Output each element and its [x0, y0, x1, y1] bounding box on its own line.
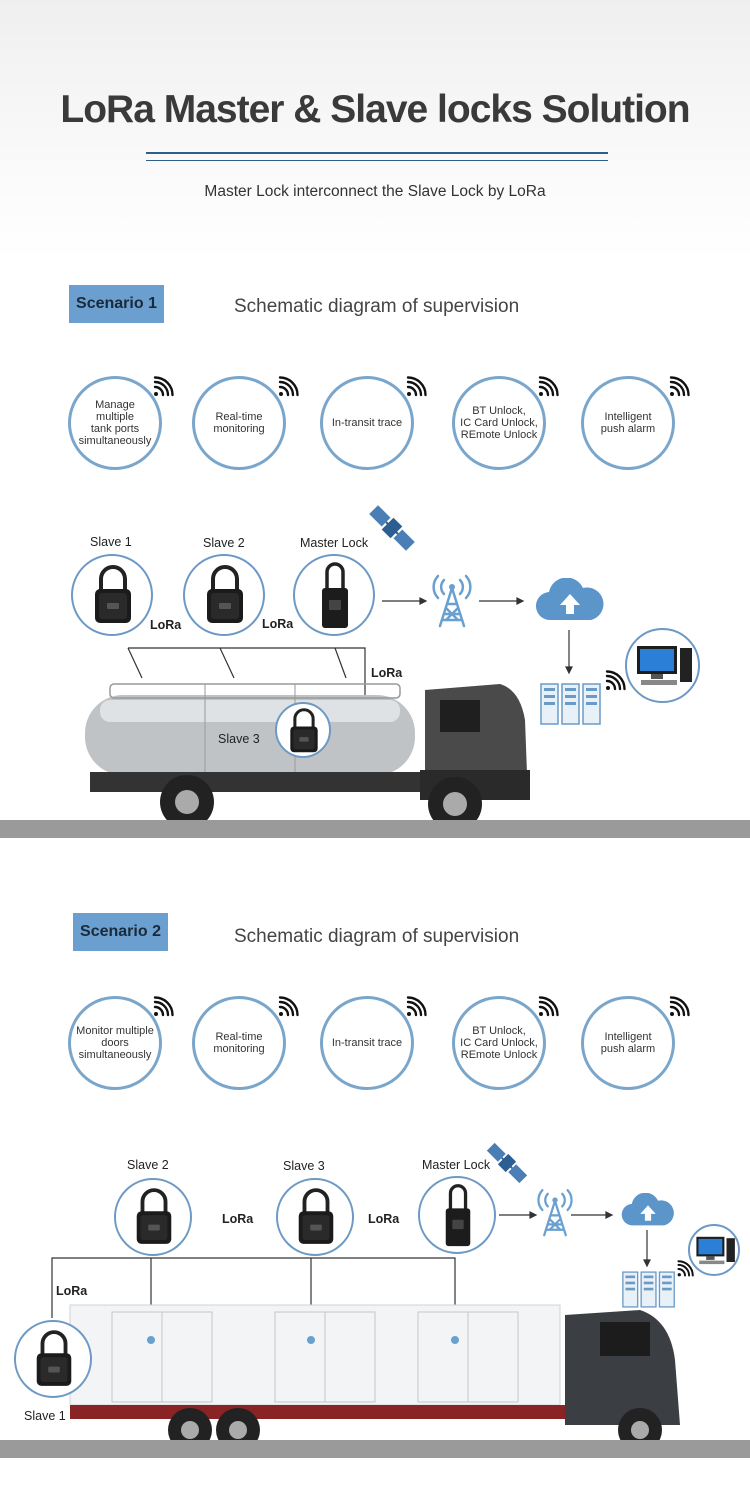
padlock-icon	[315, 560, 355, 630]
feature-label: BT Unlock, IC Card Unlock, REmote Unlock	[460, 1025, 538, 1061]
slave-1-label: Slave 1	[24, 1409, 66, 1423]
scenario-2-badge: Scenario 2	[73, 913, 168, 951]
slave-1-lock	[14, 1320, 92, 1398]
computer-icon	[695, 1234, 737, 1269]
road	[0, 1440, 750, 1458]
slave-3-label: Slave 3	[218, 732, 260, 746]
lora-label: LoRa	[368, 1212, 400, 1226]
slave-2-lock	[114, 1178, 192, 1256]
satellite-icon	[366, 502, 418, 554]
lora-label: LoRa	[222, 1212, 254, 1226]
title-rule-thin	[146, 160, 608, 161]
slave-2-label: Slave 2	[127, 1158, 169, 1172]
slave-3-label: Slave 3	[283, 1159, 325, 1173]
wifi-signal-icon	[537, 996, 559, 1018]
box-truck	[69, 1304, 680, 1452]
slave-3-lock	[276, 1178, 354, 1256]
wifi-signal-icon	[152, 996, 174, 1018]
feature-in-transit-trace: In-transit trace	[320, 996, 414, 1090]
feature-push-alarm: Intelligent push alarm	[581, 996, 675, 1090]
feature-push-alarm: Intelligent push alarm	[581, 376, 675, 470]
satellite-icon	[484, 1140, 530, 1186]
padlock-icon	[439, 1182, 477, 1248]
master-lock-label: Master Lock	[300, 536, 369, 550]
feature-label: Real-time monitoring	[213, 411, 265, 435]
slave-1-lock	[71, 554, 153, 636]
master-lock-label: Master Lock	[422, 1158, 491, 1172]
feature-manage-tank-ports: Manage multiple tank ports simultaneousl…	[68, 376, 162, 470]
scenario-1-caption: Schematic diagram of supervision	[234, 296, 520, 317]
title-rule	[146, 152, 608, 154]
feature-label: Intelligent push alarm	[600, 1031, 656, 1055]
server-icon	[622, 1271, 676, 1308]
feature-label: Manage multiple tank ports simultaneousl…	[78, 399, 152, 447]
padlock-icon	[88, 562, 138, 628]
road	[0, 820, 750, 838]
feature-label: Intelligent push alarm	[600, 411, 656, 435]
padlock-icon	[285, 708, 323, 754]
wifi-signal-icon	[668, 376, 690, 398]
padlock-icon	[30, 1328, 78, 1390]
feature-monitor-doors: Monitor multiple doors simultaneously	[68, 996, 162, 1090]
wifi-signal-icon	[604, 670, 626, 692]
feature-unlock-methods: BT Unlock, IC Card Unlock, REmote Unlock	[452, 376, 546, 470]
master-lock	[293, 554, 375, 636]
scenario-1-badge: Scenario 1	[69, 285, 164, 323]
slave-2-label: Slave 2	[203, 536, 245, 550]
page-subtitle: Master Lock interconnect the Slave Lock …	[204, 183, 546, 200]
wifi-signal-icon	[277, 996, 299, 1018]
feature-real-time-monitoring: Real-time monitoring	[192, 376, 286, 470]
feature-label: Monitor multiple doors simultaneously	[76, 1025, 154, 1061]
cell-tower-icon	[537, 1183, 573, 1237]
wifi-signal-icon	[152, 376, 174, 398]
feature-unlock-methods: BT Unlock, IC Card Unlock, REmote Unlock	[452, 996, 546, 1090]
computer-circle	[625, 628, 700, 703]
slave-1-label: Slave 1	[90, 535, 132, 549]
page-title: LoRa Master & Slave locks Solution	[60, 88, 690, 131]
wifi-signal-icon	[405, 376, 427, 398]
lora-label: LoRa	[262, 617, 294, 631]
padlock-icon	[130, 1186, 178, 1248]
lora-label: LoRa	[371, 666, 403, 680]
padlock-icon	[292, 1186, 340, 1248]
computer-icon	[635, 642, 695, 692]
wifi-signal-icon	[277, 376, 299, 398]
slave-3-lock	[275, 702, 331, 758]
feature-label: Real-time monitoring	[213, 1031, 265, 1055]
cloud-upload-icon	[621, 1193, 675, 1227]
computer-circle	[688, 1224, 740, 1276]
feature-label: In-transit trace	[331, 417, 403, 429]
cloud-upload-icon	[535, 578, 605, 622]
cell-tower-icon	[432, 568, 472, 628]
scenario-2-caption: Schematic diagram of supervision	[234, 926, 520, 947]
feature-real-time-monitoring: Real-time monitoring	[192, 996, 286, 1090]
wifi-signal-icon	[405, 996, 427, 1018]
wifi-signal-icon	[537, 376, 559, 398]
feature-label: BT Unlock, IC Card Unlock, REmote Unlock	[460, 405, 538, 441]
feature-label: In-transit trace	[331, 1037, 403, 1049]
lora-label: LoRa	[150, 618, 182, 632]
master-lock	[418, 1176, 496, 1254]
padlock-icon	[200, 562, 250, 628]
lora-label: LoRa	[56, 1284, 88, 1298]
slave-2-lock	[183, 554, 265, 636]
wifi-signal-icon	[668, 996, 690, 1018]
server-icon	[540, 683, 602, 725]
feature-in-transit-trace: In-transit trace	[320, 376, 414, 470]
